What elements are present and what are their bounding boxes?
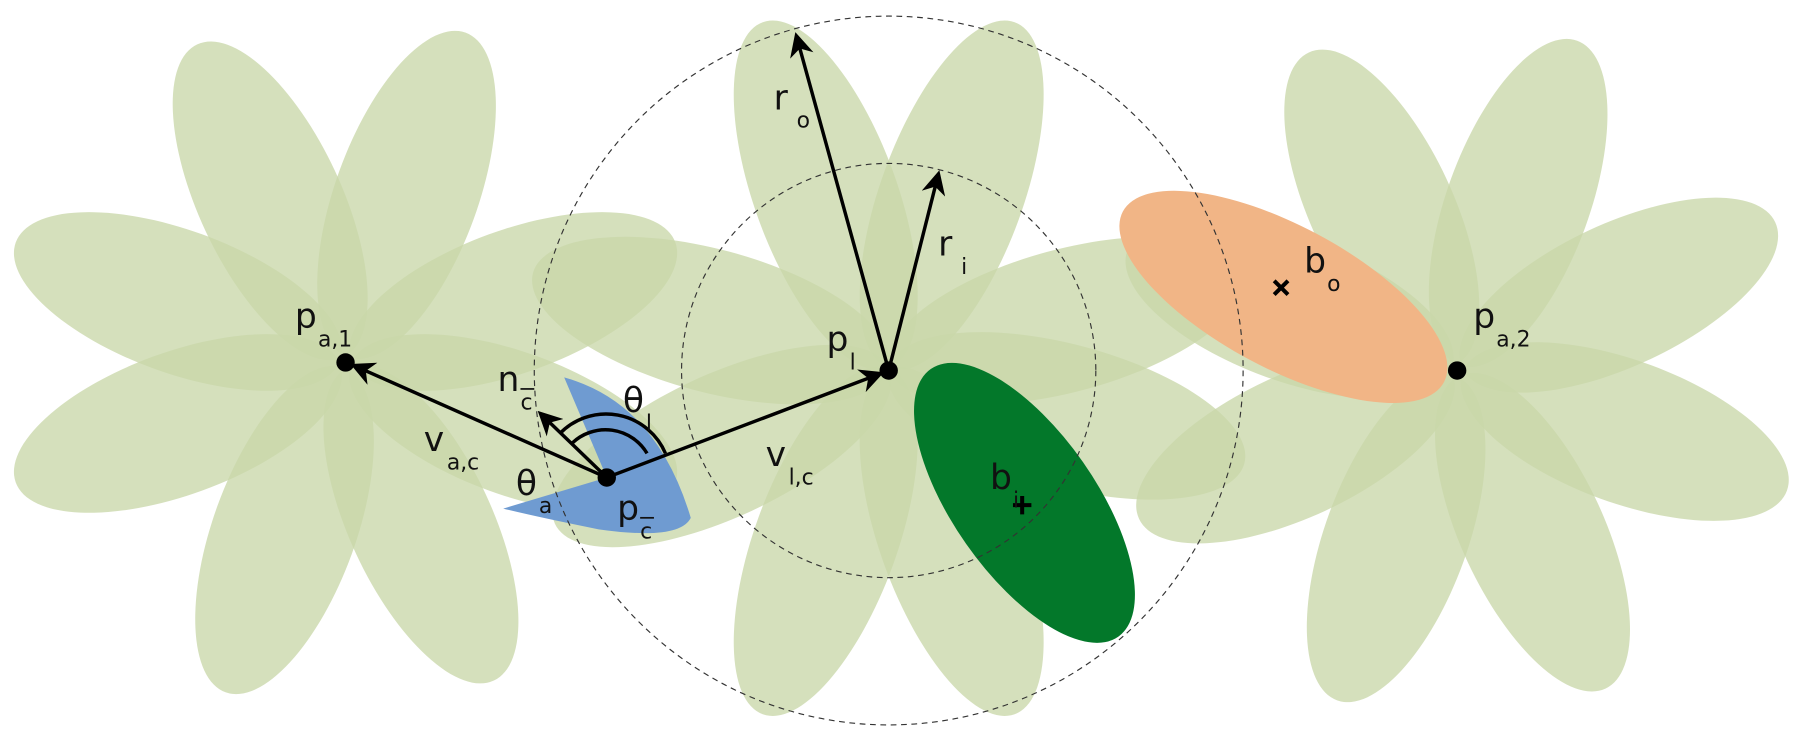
svg-text:v: v	[766, 435, 786, 475]
flower-3-petal	[1435, 372, 1630, 692]
p-c-point	[597, 468, 616, 487]
svg-text:p: p	[295, 297, 317, 337]
svg-text:θ: θ	[623, 381, 644, 421]
svg-text:l,c: l,c	[789, 465, 814, 490]
outer-radius-circle	[533, 15, 1244, 726]
p-l-point	[879, 361, 898, 380]
svg-text:θ: θ	[516, 464, 537, 504]
label-v-ac: va,c	[424, 420, 479, 475]
theta-l-arc	[558, 412, 668, 455]
svg-text:p: p	[827, 320, 849, 360]
p-a2-point	[1447, 361, 1467, 380]
svg-text:o: o	[797, 109, 810, 134]
b-o-cross-icon	[1272, 279, 1290, 297]
svg-text:r: r	[938, 224, 953, 264]
n-c-arrow	[537, 410, 608, 479]
p-a1-point	[336, 353, 355, 372]
inner-radius-circle	[680, 162, 1097, 579]
flower-1-petal	[13, 334, 342, 513]
label-theta-a: θa	[516, 464, 552, 519]
svg-text:n: n	[497, 360, 519, 400]
svg-text:c: c	[640, 520, 652, 545]
svg-text:o: o	[1327, 272, 1340, 297]
label-r-i: ri	[938, 224, 967, 279]
svg-text:p: p	[1473, 297, 1495, 337]
svg-text:c: c	[520, 391, 532, 416]
inner-blob	[914, 362, 1135, 643]
svg-text:r: r	[774, 78, 789, 118]
flower-2-petal	[859, 366, 1044, 716]
r-o-arrow	[790, 32, 891, 371]
flower-2-petal	[733, 20, 918, 370]
svg-text:a,1: a,1	[318, 327, 352, 352]
svg-text:v: v	[424, 420, 444, 460]
svg-text:a: a	[539, 494, 552, 519]
svg-text:i: i	[1013, 488, 1019, 513]
theta-a-arc	[571, 428, 649, 455]
flower-3-petal	[1460, 342, 1789, 521]
svg-text:b: b	[990, 458, 1012, 498]
b-i-plus-icon	[1012, 495, 1032, 515]
label-theta-l: θl	[623, 381, 652, 436]
svg-text:a,2: a,2	[1496, 327, 1530, 352]
svg-text:b: b	[1304, 242, 1326, 282]
label-p-a2: pa,2	[1473, 297, 1530, 352]
label-b-i: bi	[990, 458, 1019, 513]
svg-text:l: l	[850, 350, 856, 375]
svg-text:a,c: a,c	[447, 450, 479, 475]
svg-text:l: l	[646, 411, 652, 436]
label-p-a1: pa,1	[295, 297, 352, 352]
outer-blob	[1119, 190, 1448, 403]
visibility-sector	[503, 377, 691, 534]
flower-1-petal	[172, 41, 368, 361]
flower-1-petal	[323, 364, 519, 684]
svg-text:i: i	[961, 255, 967, 280]
label-p-l: pl	[827, 320, 856, 375]
r-i-arrow	[887, 170, 946, 371]
label-p-c: pc	[617, 489, 654, 545]
label-v-lc: vl,c	[766, 435, 814, 490]
label-n-c: nc	[497, 360, 535, 416]
label-b-o: bo	[1304, 242, 1340, 297]
svg-text:p: p	[617, 489, 639, 529]
v-ac-arrow	[350, 362, 608, 480]
v-lc-arrow	[606, 369, 885, 480]
label-r-o: ro	[774, 78, 810, 133]
flower-3-petal	[1284, 49, 1480, 369]
